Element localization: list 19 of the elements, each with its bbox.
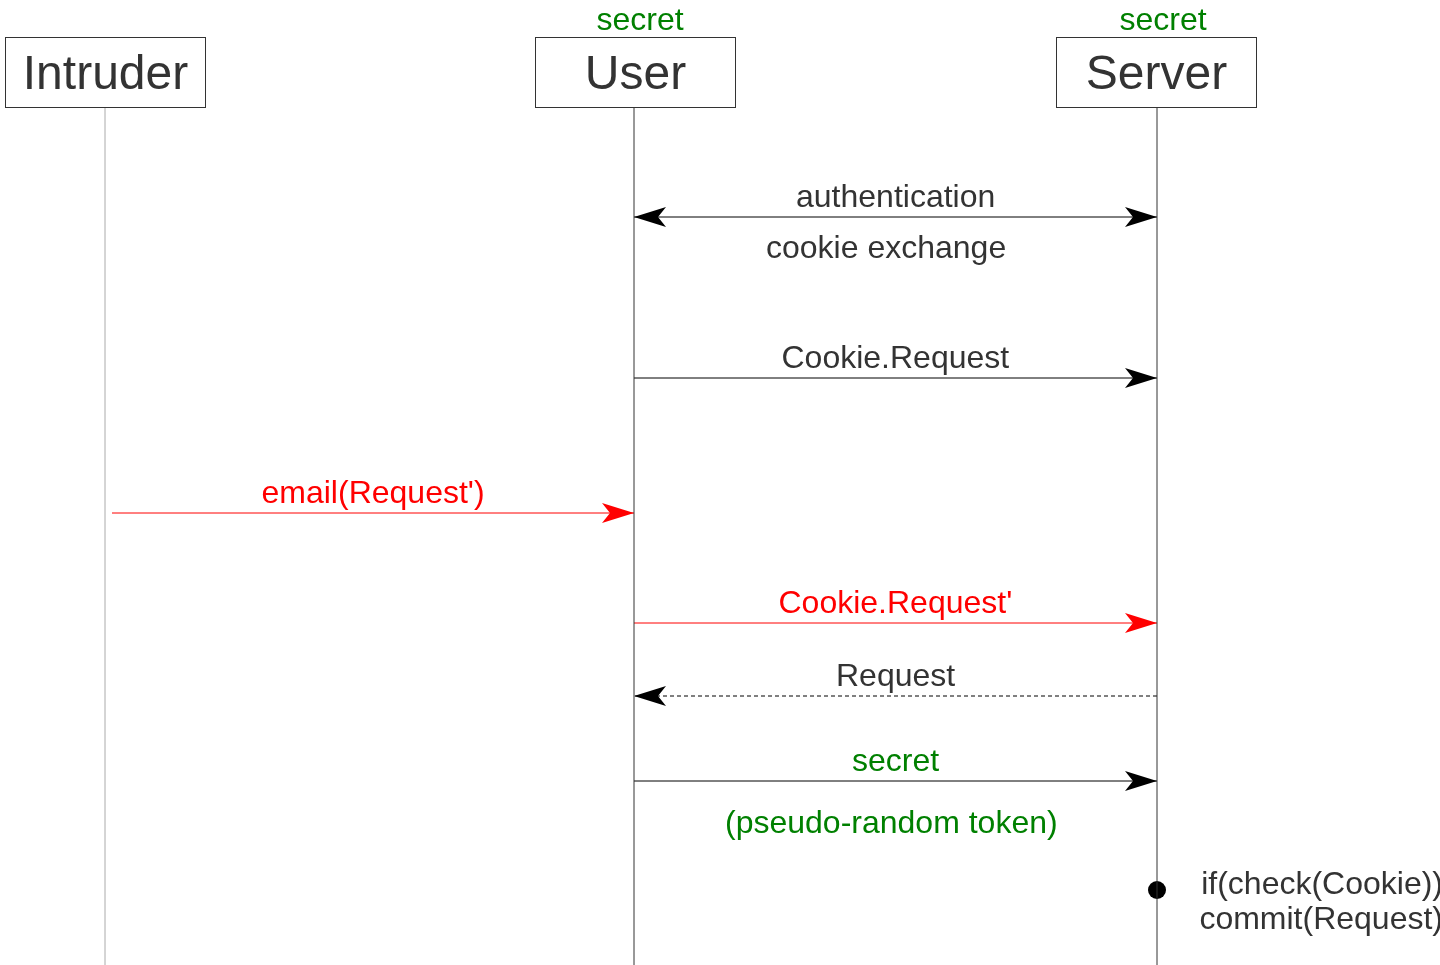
message-label: Cookie.Request	[781, 340, 1010, 376]
message-label: email(Request')	[261, 475, 485, 511]
participant-box: User	[535, 37, 736, 108]
participant-box: Intruder	[5, 37, 206, 108]
message-arrow	[633, 613, 1158, 633]
message-arrow	[633, 368, 1158, 388]
secret-label: secret	[1119, 2, 1207, 38]
message-arrow	[111, 503, 635, 523]
message-label: Request	[836, 658, 956, 694]
participant-box: Server	[1056, 37, 1257, 108]
message-label: secret	[852, 743, 940, 779]
message-label: authentication	[796, 179, 996, 215]
message-arrow	[633, 686, 1158, 706]
message-note: (pseudo-random token)	[725, 805, 1058, 841]
message-arrow	[633, 771, 1158, 791]
message-arrow	[633, 207, 1158, 227]
message-label: Cookie.Request'	[778, 585, 1013, 621]
message-note: cookie exchange	[766, 230, 1007, 266]
secret-label: secret	[596, 2, 684, 38]
